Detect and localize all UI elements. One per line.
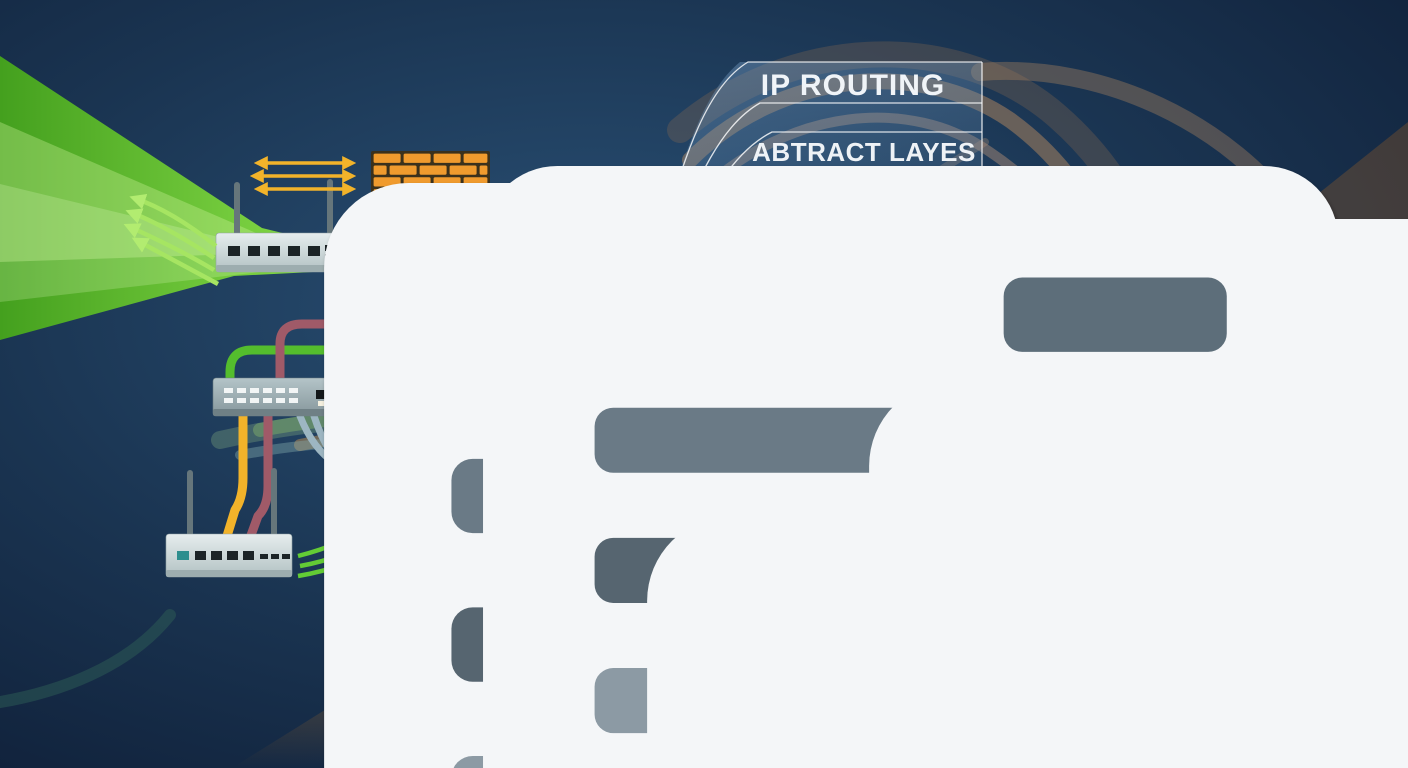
wireless-router-bottom-left: [165, 468, 293, 578]
antenna: [187, 470, 193, 538]
cable-yellow: [222, 411, 248, 541]
antenna: [271, 468, 277, 538]
document-icons: [324, 166, 1408, 768]
panel-title: IP ROUTING: [761, 69, 945, 102]
document-icon: [1201, 604, 1408, 768]
cable-maroon: [245, 411, 273, 543]
light-green-arrows-topleft: [123, 193, 220, 286]
wireless-router-top-left: [215, 179, 346, 273]
antenna: [234, 182, 240, 238]
cable-maroon: [275, 319, 511, 385]
yellow-double-arrows-top: [249, 156, 357, 196]
switch-mid-left: [212, 377, 346, 417]
panel-subtitle: ABTRACT LAYES: [752, 137, 976, 167]
